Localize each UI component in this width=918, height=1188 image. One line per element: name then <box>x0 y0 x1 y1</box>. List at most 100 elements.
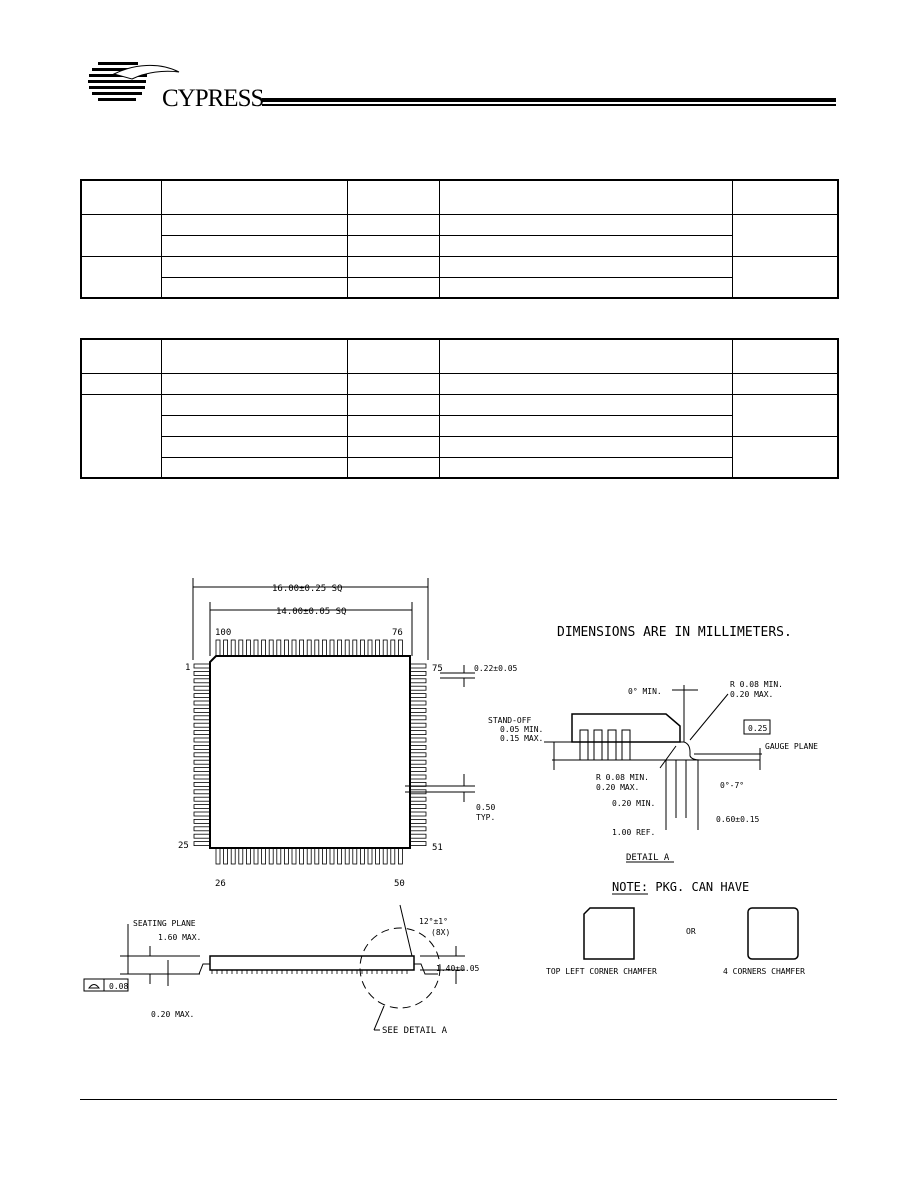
lead-bottom <box>375 847 381 865</box>
table-header-row <box>80 338 839 374</box>
lead-right <box>409 833 427 839</box>
lead-top <box>283 639 289 657</box>
foot-angle: 0°-7° <box>720 781 744 790</box>
table-row <box>81 234 838 257</box>
lead-left <box>193 833 211 839</box>
pin-label-76: 76 <box>392 628 403 638</box>
lead-bottom <box>306 847 312 865</box>
lead-bottom <box>291 847 297 865</box>
table-header-row <box>80 179 839 215</box>
lead-bottom <box>390 847 396 865</box>
lead-bottom <box>367 847 373 865</box>
pkg-note: NOTE: PKG. CAN HAVE <box>612 880 749 894</box>
lead-left <box>193 781 211 787</box>
lead-right <box>409 767 427 773</box>
lead-left <box>193 804 211 810</box>
detail-lead <box>593 729 603 761</box>
lead-bottom <box>337 847 343 865</box>
lead-bottom <box>261 847 267 865</box>
table-row <box>80 255 839 299</box>
top-view <box>192 578 475 865</box>
body-thickness: 1.40±0.05 <box>436 964 480 973</box>
standoff-3: 0.15 MAX. <box>500 734 543 743</box>
table-row <box>81 276 838 299</box>
chamfer-right-label: 4 CORNERS CHAMFER <box>723 967 805 976</box>
lead-top <box>329 639 335 657</box>
dim-outer: 16.00±0.25 SQ <box>272 584 342 594</box>
lead-top <box>352 639 358 657</box>
detail-r-bottom-2: 0.20 MAX. <box>596 783 639 792</box>
lead-width: 0.22±0.05 <box>474 664 518 673</box>
lead-bottom <box>382 847 388 865</box>
lead-left <box>193 715 211 721</box>
lead-top <box>268 639 274 657</box>
lead-bottom <box>223 847 229 865</box>
lead-bottom <box>359 847 365 865</box>
lead-top <box>390 639 396 657</box>
lead-right <box>409 730 427 736</box>
lead-left <box>193 744 211 750</box>
see-detail-a: SEE DETAIL A <box>382 1026 448 1036</box>
lead-right <box>409 693 427 699</box>
lead-right <box>409 811 427 817</box>
table-row <box>80 213 839 257</box>
lead-top <box>314 639 320 657</box>
lead-top <box>321 639 327 657</box>
lead-bottom <box>238 847 244 865</box>
detail-r-top-1: R 0.08 MIN. <box>730 680 783 689</box>
detail-lead <box>579 729 589 761</box>
lead-top <box>276 639 282 657</box>
lead-right <box>409 737 427 743</box>
lead-bottom <box>397 847 403 865</box>
detail-a-view <box>544 685 771 830</box>
detail-a-title: DETAIL A <box>626 853 670 863</box>
lead-top <box>375 639 381 657</box>
lead-bottom <box>253 847 259 865</box>
lead-bottom <box>268 847 274 865</box>
lead-bottom <box>245 847 251 865</box>
table-row <box>80 372 839 395</box>
lead-left <box>193 737 211 743</box>
lead-right <box>409 685 427 691</box>
lead-bottom <box>276 847 282 865</box>
lead-right <box>409 744 427 750</box>
dim-inner: 14.00±0.05 SQ <box>276 607 346 617</box>
lead-right <box>409 678 427 684</box>
lead-left <box>193 700 211 706</box>
table-row <box>80 393 839 479</box>
pin-label-51: 51 <box>432 843 443 853</box>
lead-left <box>193 841 211 847</box>
header-rule-thin <box>262 104 836 106</box>
lead-bottom <box>344 847 350 865</box>
detail-r-bottom-1: R 0.08 MIN. <box>596 773 649 782</box>
lead-top <box>359 639 365 657</box>
side-view <box>83 904 465 1031</box>
or-label: OR <box>686 927 696 936</box>
lead-left <box>193 678 211 684</box>
lead-right <box>409 796 427 802</box>
lead-top <box>367 639 373 657</box>
lead-right <box>409 759 427 765</box>
pitch-typ-label: TYP. <box>476 813 495 822</box>
lead-left <box>193 811 211 817</box>
pin-label-100: 100 <box>215 628 231 638</box>
pitch-label: 0.50 <box>476 803 495 812</box>
lead-left <box>193 826 211 832</box>
detail-lead <box>621 729 631 761</box>
lead-angle: 12°±1° <box>419 917 448 926</box>
units-note: DIMENSIONS ARE IN MILLIMETERS. <box>557 625 792 640</box>
lead-left <box>193 789 211 795</box>
table-row <box>81 456 838 479</box>
header-rule <box>262 98 836 102</box>
pin-label-26: 26 <box>215 879 226 889</box>
lead-top <box>344 639 350 657</box>
lead-top <box>253 639 259 657</box>
lead-bottom <box>321 847 327 865</box>
gauge-value: 0.25 <box>748 724 767 733</box>
lead-bottom <box>283 847 289 865</box>
foot-length: 0.60±0.15 <box>716 815 760 824</box>
lead-top <box>223 639 229 657</box>
lead-right <box>409 804 427 810</box>
lead-bottom <box>215 847 221 865</box>
detail-r-top-2: 0.20 MAX. <box>730 690 773 699</box>
